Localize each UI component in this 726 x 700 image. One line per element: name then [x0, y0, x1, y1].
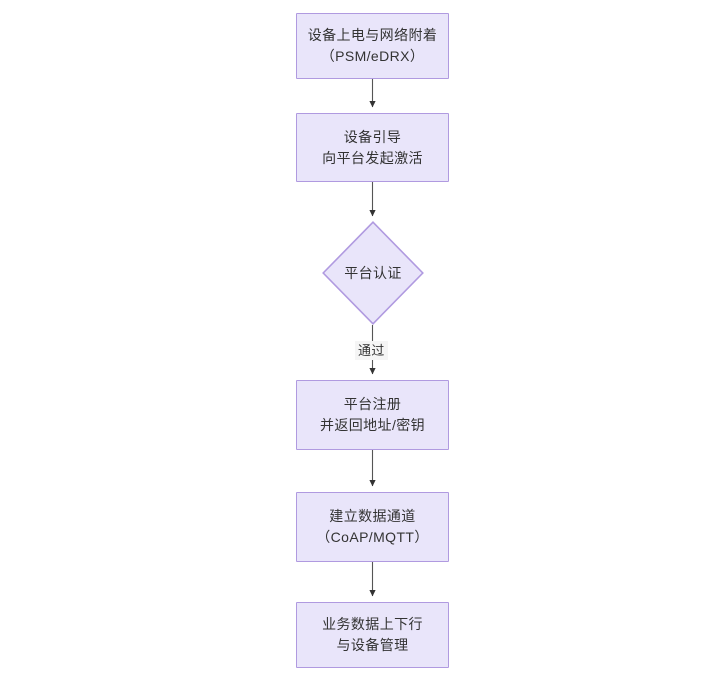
node-label-line: （PSM/eDRX） — [320, 48, 425, 64]
diamond-shape-icon — [322, 221, 424, 325]
node-label-line: 向平台发起激活 — [322, 149, 423, 166]
node-label-line: 与设备管理 — [336, 637, 409, 653]
node-establish-data-channel[interactable]: 建立数据通道 （CoAP/MQTT） — [296, 492, 449, 562]
node-platform-authentication[interactable]: 平台认证 — [322, 221, 424, 325]
node-device-bootstrap[interactable]: 设备引导 向平台发起激活 — [296, 113, 449, 182]
node-business-data-and-device-management[interactable]: 业务数据上下行 与设备管理 — [296, 602, 449, 668]
node-label-line: 平台注册 — [343, 396, 402, 412]
node-platform-registration[interactable]: 平台注册 并返回地址/密钥 — [296, 380, 449, 450]
node-label-line: 建立数据通道 — [329, 508, 416, 524]
node-label-line: 设备引导 — [343, 128, 402, 145]
node-label-line: 平台认证 — [344, 264, 402, 281]
node-label-line: 设备上电与网络附着 — [307, 27, 438, 43]
node-label-line: 并返回地址/密钥 — [319, 417, 426, 433]
node-label-line: （CoAP/MQTT） — [316, 529, 429, 545]
node-label-line: 业务数据上下行 — [322, 616, 423, 632]
edge-label-pass: 通过 — [355, 341, 388, 360]
node-device-power-on[interactable]: 设备上电与网络附着 （PSM/eDRX） — [296, 13, 449, 79]
